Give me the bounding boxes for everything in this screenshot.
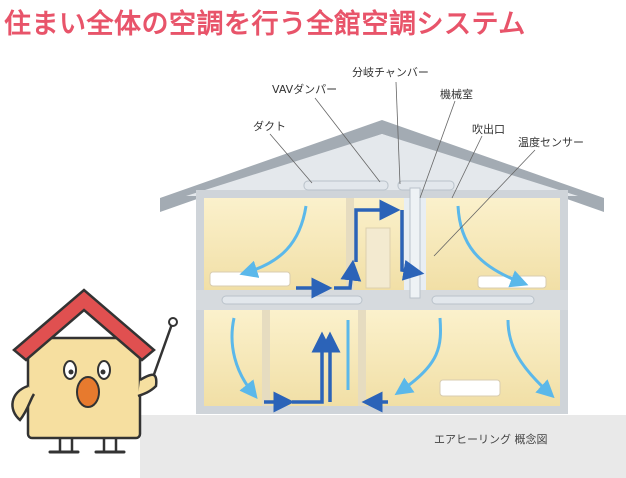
- leader-lines: [269, 81, 536, 257]
- attic: [186, 134, 578, 196]
- label-outlet: 吹出口: [472, 122, 505, 136]
- page-title: 住まい全体の空調を行う全館空調システム: [4, 9, 526, 40]
- label-branch-chamber: 分岐チャンバー: [352, 66, 429, 79]
- label-machine-room: 機械室: [440, 87, 473, 101]
- label-vav-damper: VAVダンパー: [272, 82, 337, 96]
- house-mascot-icon: [11, 288, 178, 454]
- return-airflow: [264, 199, 425, 413]
- ground-slab: [140, 415, 626, 478]
- wall-2f-a: [346, 198, 354, 290]
- supply-airflow: [230, 205, 555, 400]
- diagram-caption: エアヒーリング 概念図: [434, 432, 548, 446]
- label-duct: ダクト: [253, 119, 286, 133]
- label-temp-sensor: 温度センサー: [518, 135, 584, 149]
- sofa: [439, 379, 501, 397]
- machine-room-duct: [409, 187, 421, 299]
- first-floor: [204, 310, 560, 406]
- floor-slab: [196, 290, 568, 310]
- cabinet: [365, 227, 391, 289]
- bed-left: [209, 271, 291, 287]
- attic-duct: [303, 180, 455, 191]
- wall-1f-a: [262, 310, 270, 406]
- wall-1f-b: [358, 310, 366, 406]
